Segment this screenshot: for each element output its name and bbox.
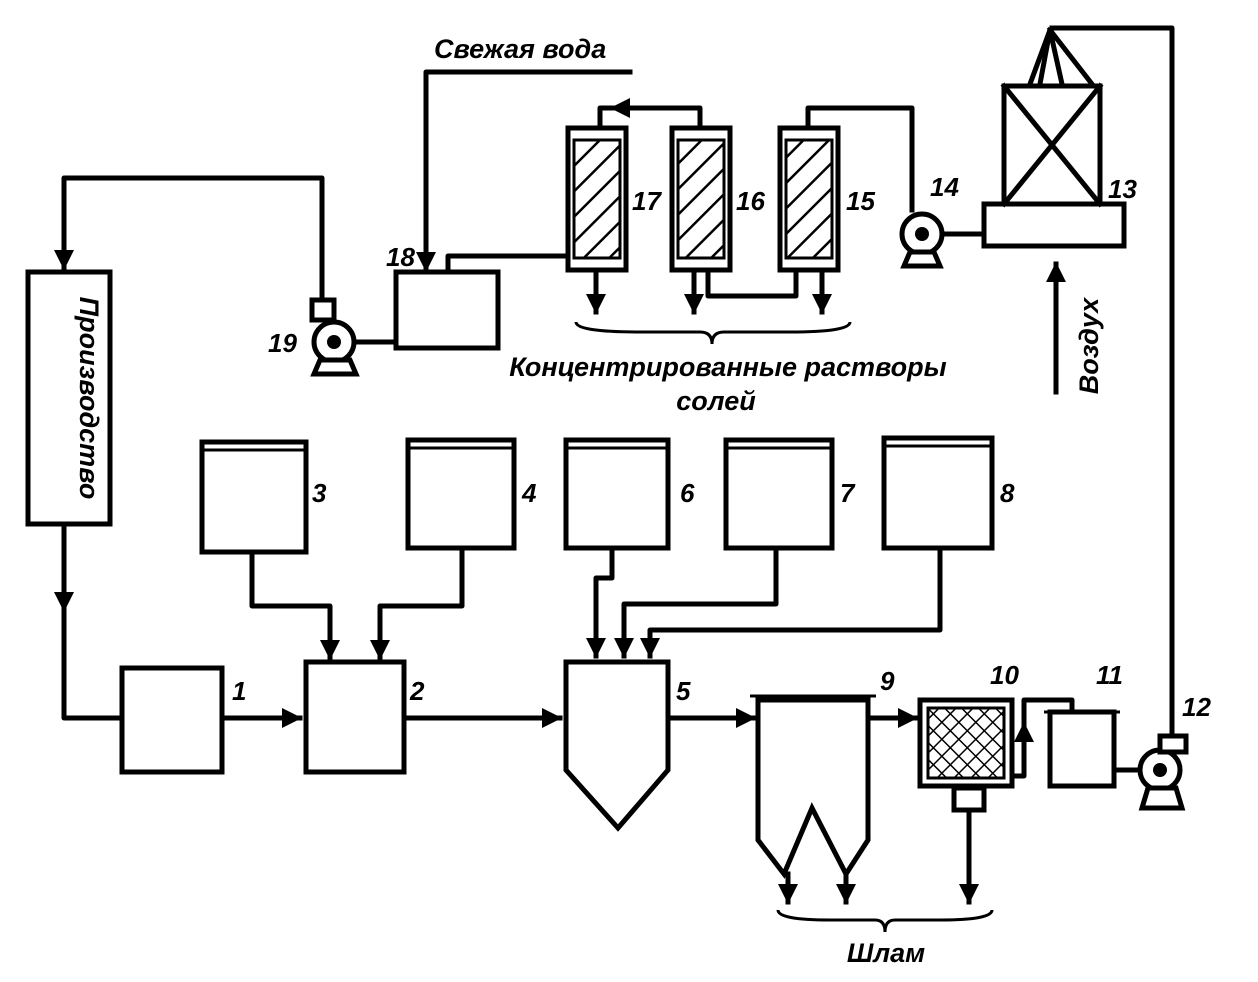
filter-10-outlet <box>951 785 987 813</box>
tank-11 <box>1047 709 1117 789</box>
tank-6-label: 6 <box>680 478 695 508</box>
column-15 <box>777 125 841 273</box>
column-16-label: 16 <box>736 186 765 216</box>
settler-9 <box>755 697 871 879</box>
tank-18-label: 18 <box>386 242 415 272</box>
production-unit <box>25 269 113 527</box>
line-4-2 <box>370 547 465 661</box>
column-17 <box>565 125 629 273</box>
line-15-16 <box>705 267 799 299</box>
air-label: Воздух <box>1074 297 1104 394</box>
column-15-label: 15 <box>846 186 875 216</box>
tank-8 <box>881 435 995 551</box>
unit-2-label: 2 <box>409 676 425 706</box>
settler-9-label: 9 <box>880 666 895 696</box>
tank-3-label: 3 <box>312 478 327 508</box>
column-16 <box>669 125 733 273</box>
line-17-18 <box>445 253 571 275</box>
reactor-5-label: 5 <box>676 676 691 706</box>
tank-7-label: 7 <box>840 478 856 508</box>
pump-14-label: 14 <box>930 172 959 202</box>
tank-7 <box>723 437 835 551</box>
sludge-brace <box>776 909 994 933</box>
pump-19 <box>309 297 360 377</box>
filter-10-label: 10 <box>990 660 1019 690</box>
tank-4 <box>405 437 517 551</box>
line-14-15 <box>805 105 915 213</box>
tank-3 <box>199 439 309 555</box>
line-6-5 <box>586 547 615 659</box>
fresh-water-label: Свежая вода <box>434 34 606 64</box>
pump-19-label: 19 <box>268 328 297 358</box>
tank-4-label: 4 <box>521 478 537 508</box>
reactor-5 <box>563 659 671 832</box>
concentrated-label-2: солей <box>676 386 756 416</box>
production-outflow-line <box>61 523 123 721</box>
production-label: Производство <box>74 297 104 500</box>
sludge-label: Шлам <box>847 938 925 968</box>
concentrated-label-1: Концентрированные растворы <box>509 352 946 382</box>
line-8-5 <box>640 547 943 659</box>
tank-8-label: 8 <box>1000 478 1015 508</box>
cooling-tower-13 <box>981 27 1127 249</box>
fresh-water-line <box>423 69 633 271</box>
line-16-17 <box>597 105 703 131</box>
line-7-5 <box>614 547 779 659</box>
unit-2 <box>303 659 407 775</box>
concentrated-brace <box>574 321 852 345</box>
line-3-2 <box>249 551 340 661</box>
return-line <box>54 175 325 301</box>
tank-11-label: 11 <box>1096 660 1123 690</box>
flow-10-11 <box>1011 697 1075 779</box>
tank-18 <box>393 269 501 351</box>
line-12-13 <box>1049 25 1175 739</box>
unit-1 <box>119 665 225 775</box>
column-17-label: 17 <box>632 186 662 216</box>
pump-14 <box>899 211 985 269</box>
filter-10-media <box>926 706 1006 780</box>
pump-12-label: 12 <box>1182 692 1211 722</box>
tank-6 <box>563 437 671 551</box>
unit-1-label: 1 <box>232 676 246 706</box>
tower-13-label: 13 <box>1108 174 1137 204</box>
pump-12 <box>1127 733 1189 811</box>
